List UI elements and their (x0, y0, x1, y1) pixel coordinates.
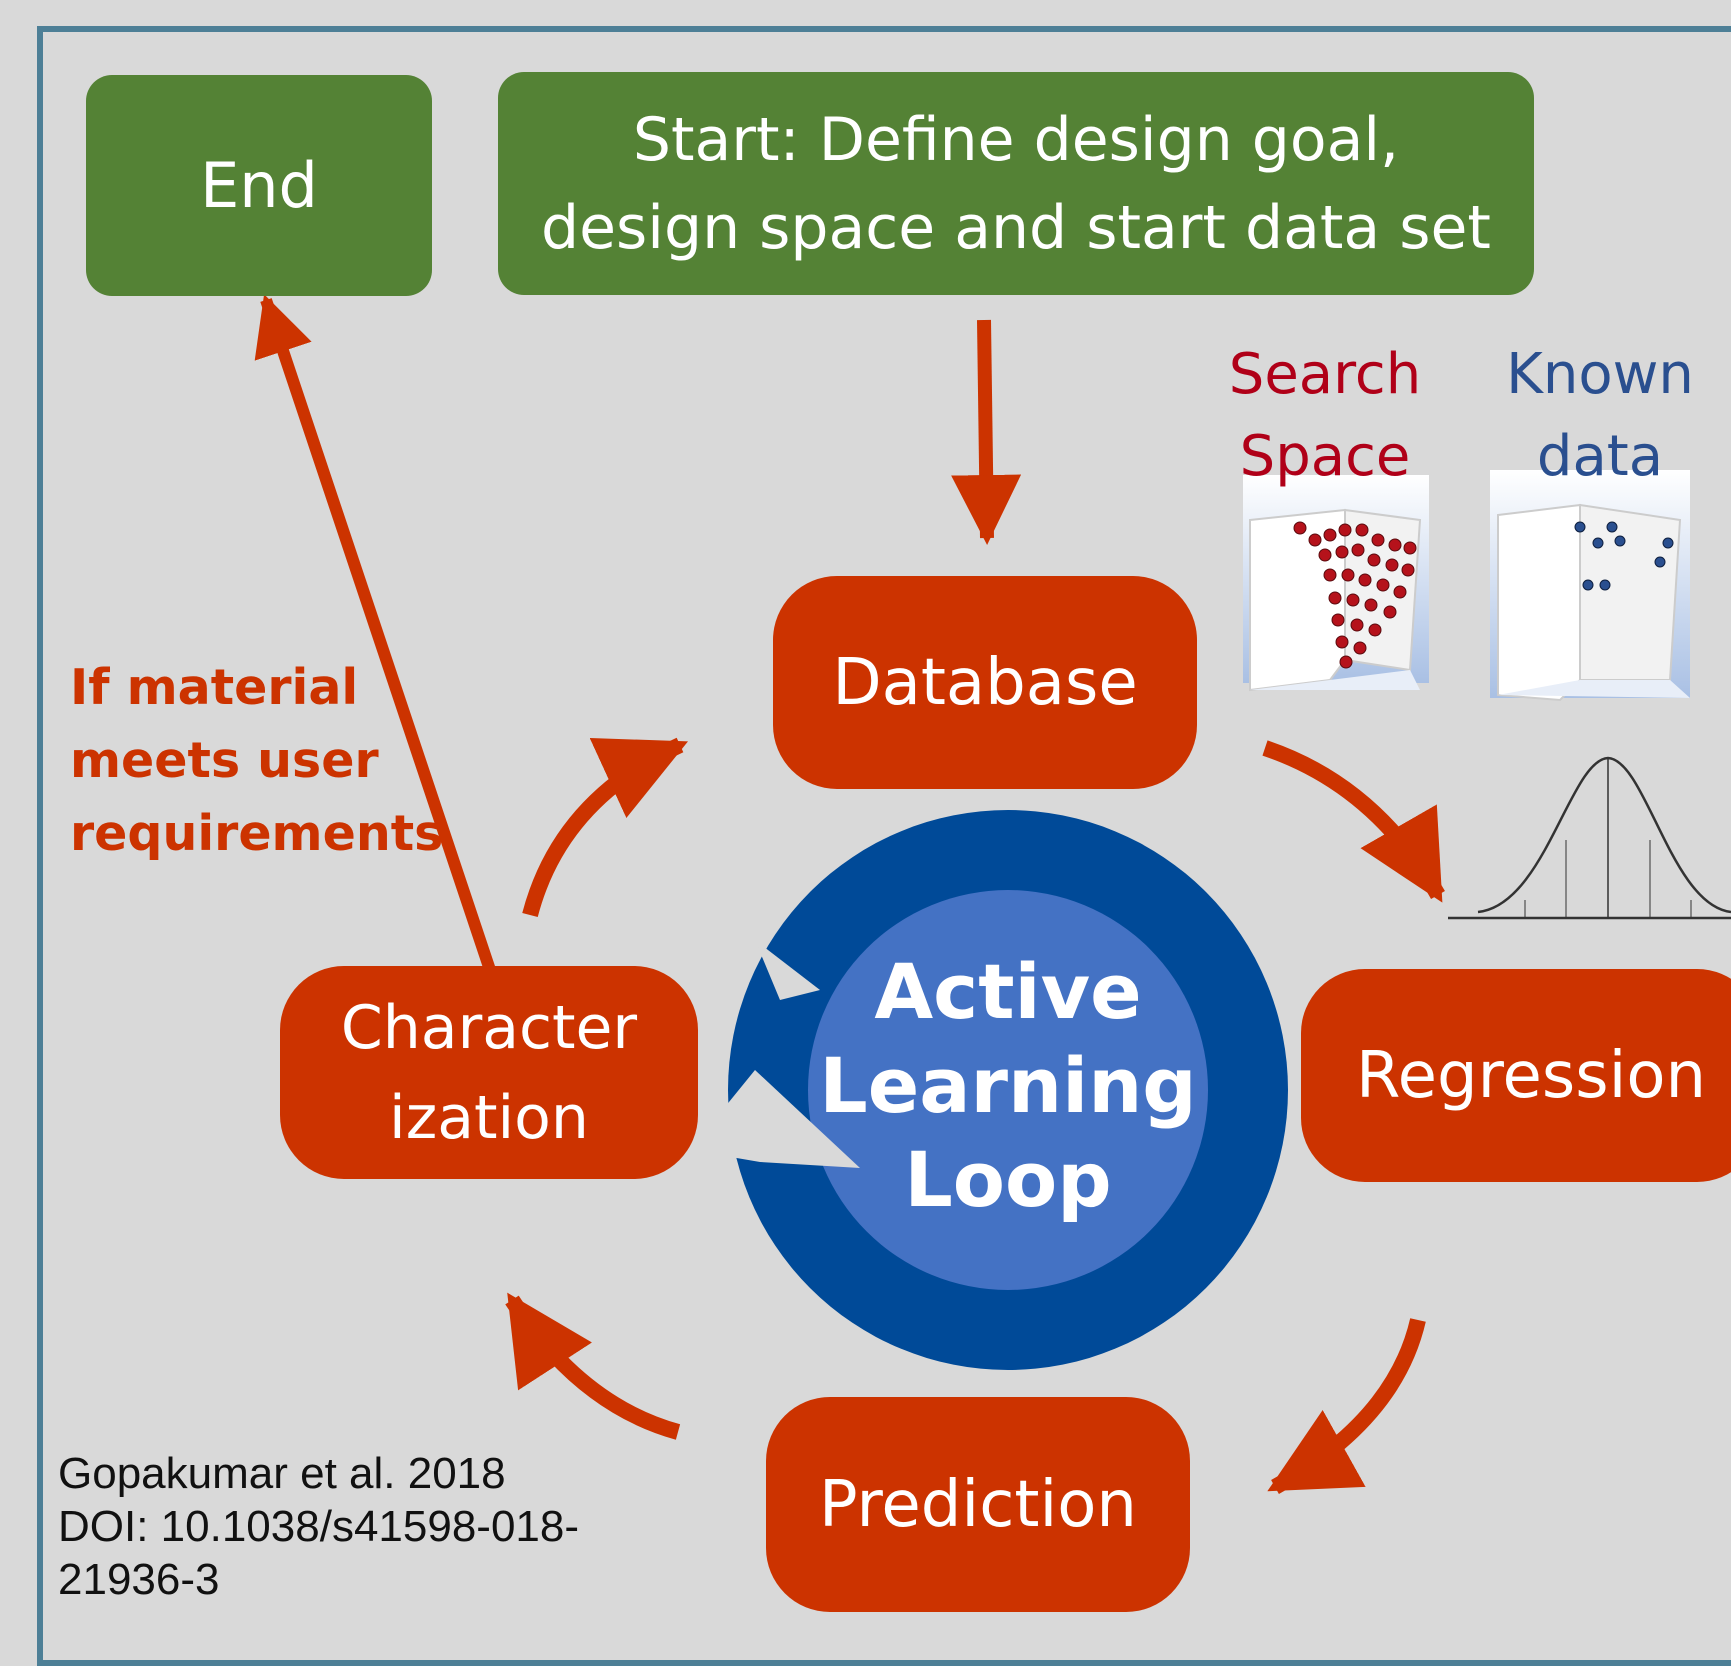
regression-label: Regression (1356, 1038, 1707, 1113)
arrow-characterization-to-database (522, 737, 688, 918)
known-data-line2: data (1536, 424, 1664, 489)
characterization-box: Character ization (280, 966, 698, 1179)
loop-label-line1: Active (874, 947, 1142, 1036)
condition-line1: If material (70, 659, 359, 716)
condition-line3: requirements (70, 805, 444, 862)
database-label: Database (832, 645, 1138, 720)
known-data-label: Known data (1490, 334, 1710, 498)
diagram-graphics (254, 294, 1731, 1494)
characterization-label-line2: ization (389, 1082, 589, 1153)
arrow-characterization-to-end (254, 294, 496, 972)
arrow-prediction-to-characterization (505, 1292, 681, 1440)
search-space-line2: Space (1239, 424, 1411, 489)
known-data-cube-icon (1490, 470, 1690, 702)
active-learning-loop-icon (690, 810, 1288, 1370)
arrow-start-to-database (951, 319, 1022, 545)
start-label-line2: design space and start data set (541, 192, 1491, 263)
end-condition-label: If material meets user requirements (70, 651, 470, 870)
known-data-line1: Known (1506, 342, 1694, 407)
condition-line2: meets user (70, 732, 379, 789)
end-label: End (200, 149, 318, 222)
gaussian-distribution-icon (1448, 756, 1731, 920)
start-box: Start: Define design goal, design space … (498, 72, 1534, 295)
search-space-line1: Search (1228, 342, 1422, 407)
search-space-cube-icon (1243, 475, 1429, 692)
start-label-line1: Start: Define design goal, (632, 104, 1400, 175)
regression-box: Regression (1301, 969, 1731, 1182)
arrow-database-to-regression (1262, 740, 1445, 903)
prediction-box: Prediction (766, 1397, 1190, 1612)
citation-line3: 21936-3 (58, 1555, 220, 1604)
end-box: End (86, 75, 432, 296)
loop-label-line2: Learning (819, 1041, 1197, 1130)
active-learning-loop-label: Active Learning Loop (808, 945, 1208, 1227)
search-space-label: Search Space (1215, 334, 1435, 498)
citation: Gopakumar et al. 2018 DOI: 10.1038/s4159… (58, 1447, 579, 1606)
characterization-label-line1: Character (340, 992, 638, 1063)
citation-line2: DOI: 10.1038/s41598-018- (58, 1502, 580, 1551)
database-box: Database (773, 576, 1197, 789)
arrow-regression-to-prediction (1267, 1318, 1426, 1494)
citation-line1: Gopakumar et al. 2018 (58, 1449, 506, 1498)
loop-label-line3: Loop (904, 1135, 1112, 1224)
prediction-label: Prediction (819, 1467, 1137, 1542)
